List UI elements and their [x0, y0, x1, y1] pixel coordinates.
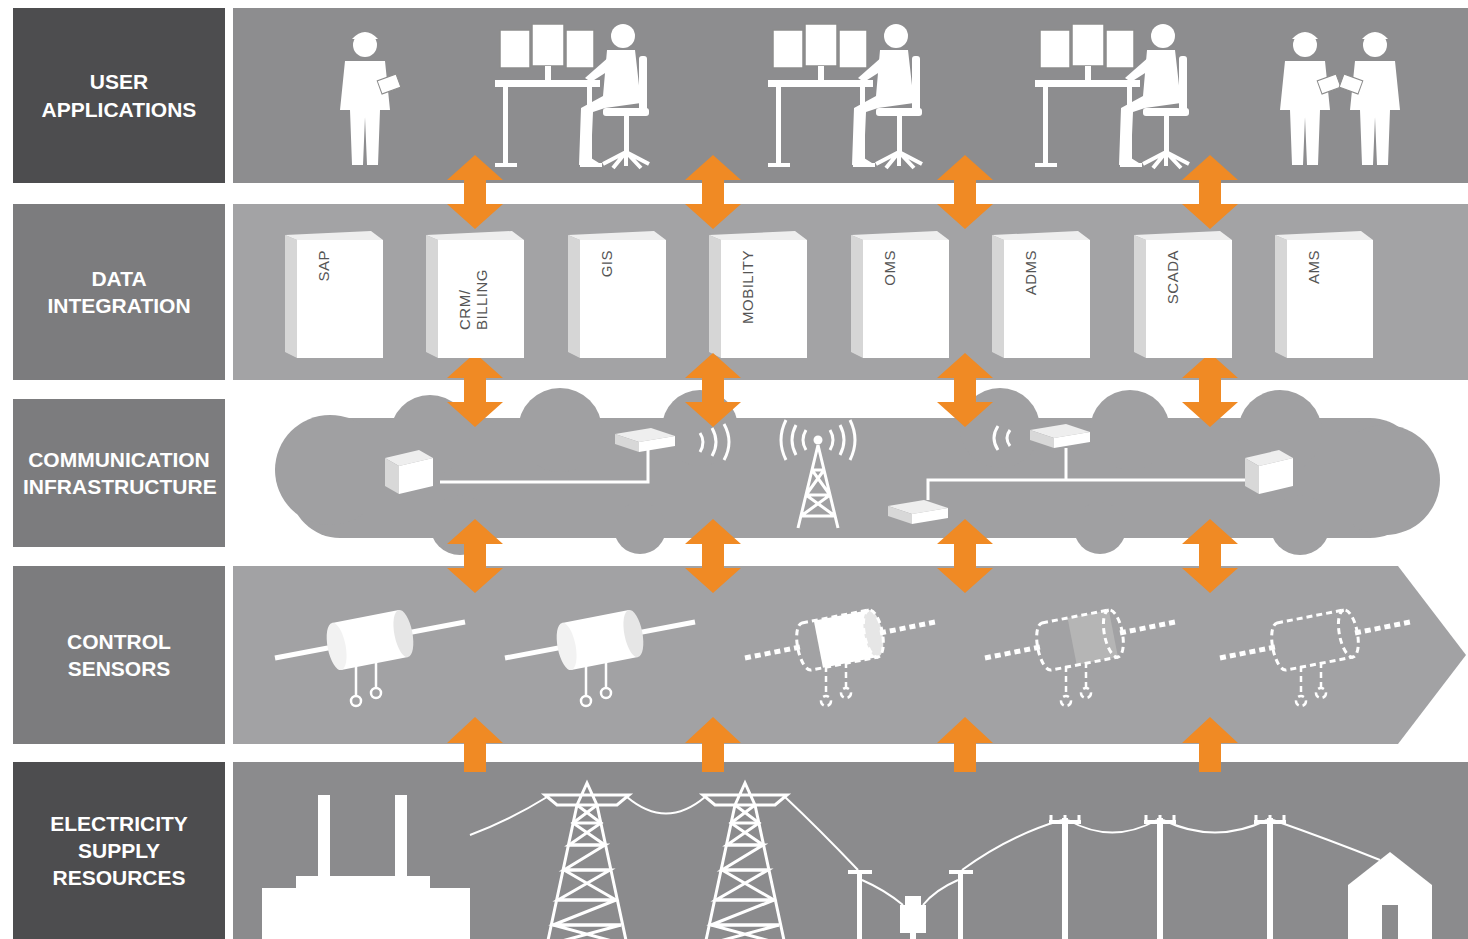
layer-label-box: DATA INTEGRATION — [13, 204, 225, 380]
layer-name: DATA INTEGRATION — [23, 265, 215, 320]
layer-label-box: ELECTRICITY SUPPLY RESOURCES — [13, 762, 225, 939]
layer-label-box: USER APPLICATIONS — [13, 8, 225, 183]
server-box: SCADA — [1146, 240, 1232, 358]
server-box: ADMS — [1004, 240, 1090, 358]
server-box: SAP — [297, 240, 383, 358]
server-box: AMS — [1287, 240, 1373, 358]
server-box: OMS — [863, 240, 949, 358]
system-name: SAP — [315, 250, 332, 282]
system-name: GIS — [598, 250, 615, 277]
system-name: MOBILITY — [739, 250, 756, 324]
server-box: CRM/ BILLING — [438, 240, 524, 358]
system-name: ADMS — [1022, 250, 1039, 295]
system-name: AMS — [1305, 250, 1322, 284]
layer-name: ELECTRICITY SUPPLY RESOURCES — [23, 810, 215, 892]
layer-label-box: COMMUNICATION INFRASTRUCTURE — [13, 399, 225, 547]
layer-name: CONTROL SENSORS — [23, 628, 215, 683]
server-box: GIS — [580, 240, 666, 358]
system-name: OMS — [881, 250, 898, 286]
layer-name: COMMUNICATION INFRASTRUCTURE — [23, 446, 215, 501]
layer-name: USER APPLICATIONS — [23, 68, 215, 123]
system-name: SCADA — [1164, 250, 1181, 304]
server-box: MOBILITY — [721, 240, 807, 358]
layer-label-box: CONTROL SENSORS — [13, 566, 225, 744]
system-name: CRM/ BILLING — [456, 250, 491, 330]
